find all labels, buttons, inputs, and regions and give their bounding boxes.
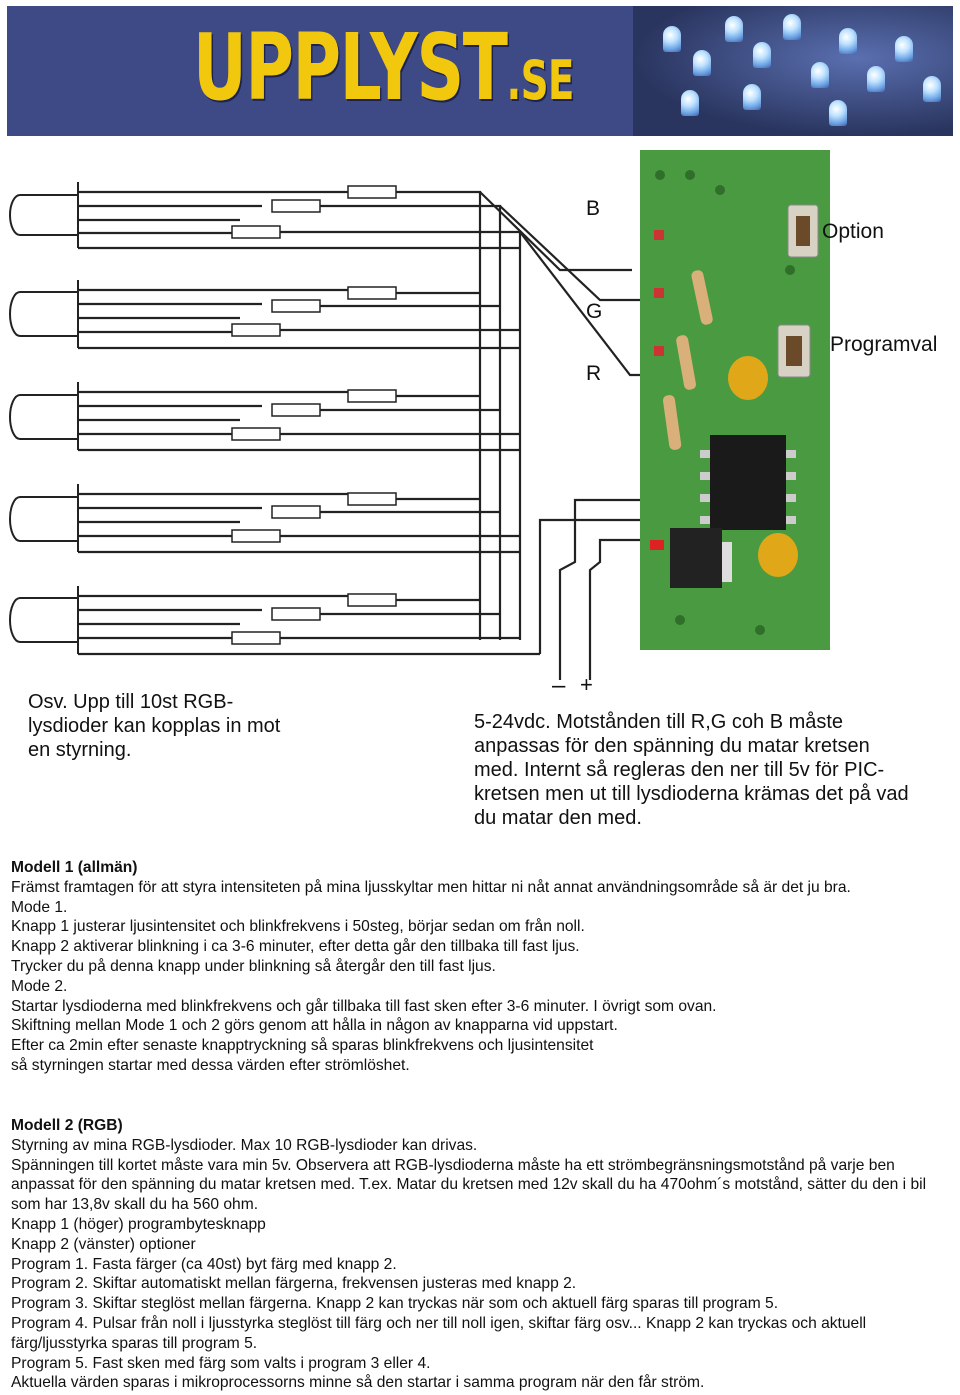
model1-heading: Modell 1 (allmän) — [11, 859, 138, 876]
caption-supply: 5-24vdc. Motstånden till R,G coh B måste… — [474, 711, 909, 829]
model2-line: Program 4. Pulsar från noll i ljusstyrka… — [11, 1314, 867, 1352]
model2-line: Spänningen till kortet måste vara min 5v… — [11, 1156, 927, 1214]
label-programval: Programval — [830, 333, 938, 356]
model2-line: Program 1. Fasta färger (ca 40st) byt fä… — [11, 1255, 397, 1273]
model2-line: Aktuella värden sparas i mikroprocessorn… — [11, 1374, 705, 1392]
rgb-led-2 — [9, 280, 79, 348]
circuit-board-photo — [640, 150, 830, 650]
model2-line: Program 2. Skiftar automatiskt mellan fä… — [11, 1275, 577, 1293]
model1-line: Knapp 2 aktiverar blinkning i ca 3-6 min… — [11, 938, 580, 956]
rgb-led-5 — [9, 586, 79, 654]
wiring-diagram: B G R Option Programval – + — [0, 150, 960, 699]
model1-line: Främst framtagen för att styra intensite… — [11, 878, 851, 896]
model1-line: Efter ca 2min efter senaste knapptryckni… — [11, 1037, 594, 1055]
section-model1: Modell 1 (allmän) Främst framtagen för a… — [11, 858, 949, 1076]
model1-line: Knapp 1 justerar ljusintensitet och blin… — [11, 918, 585, 936]
model2-heading: Modell 2 (RGB) — [11, 1117, 123, 1134]
model1-line: Skiftning mellan Mode 1 och 2 görs genom… — [11, 1017, 618, 1035]
rgb-led-1 — [9, 182, 79, 248]
model2-line: Program 3. Skiftar steglöst mellan färge… — [11, 1295, 779, 1313]
model1-line: Startar lysdioderna med blinkfrekvens oc… — [11, 997, 717, 1015]
model1-line: Trycker du på denna knapp under blinknin… — [11, 957, 496, 975]
label-b: B — [586, 197, 601, 220]
site-logo[interactable]: UPPLYST.SE — [193, 22, 574, 114]
led-cube-photo — [633, 6, 953, 136]
model2-line: Knapp 1 (höger) programbytesknapp — [11, 1215, 266, 1233]
caption-led-count: Osv. Upp till 10st RGB-lysdioder kan kop… — [28, 691, 281, 761]
model1-line: Mode 1. — [11, 898, 68, 916]
label-plus: + — [580, 672, 593, 697]
model2-line: Knapp 2 (vänster) optioner — [11, 1235, 196, 1253]
rgb-led-3 — [9, 382, 79, 450]
section-model2: Modell 2 (RGB) Styrning av mina RGB-lysd… — [11, 1116, 949, 1393]
model2-line: Styrning av mina RGB-lysdioder. Max 10 R… — [11, 1136, 478, 1154]
model1-line: så styrningen startar med dessa värden e… — [11, 1056, 410, 1074]
label-g: G — [586, 300, 603, 323]
label-option: Option — [822, 220, 884, 243]
model2-line: Program 5. Fast sken med färg som valts … — [11, 1354, 431, 1372]
model1-line: Mode 2. — [11, 977, 68, 995]
label-minus: – — [552, 672, 566, 699]
logo-tld-text: .SE — [506, 49, 575, 112]
logo-main-text: UPPLYST — [193, 14, 508, 121]
label-r: R — [586, 362, 602, 385]
led-wiring-svg — [9, 182, 660, 680]
header-banner: UPPLYST.SE — [7, 6, 953, 136]
rgb-led-4 — [9, 484, 79, 552]
